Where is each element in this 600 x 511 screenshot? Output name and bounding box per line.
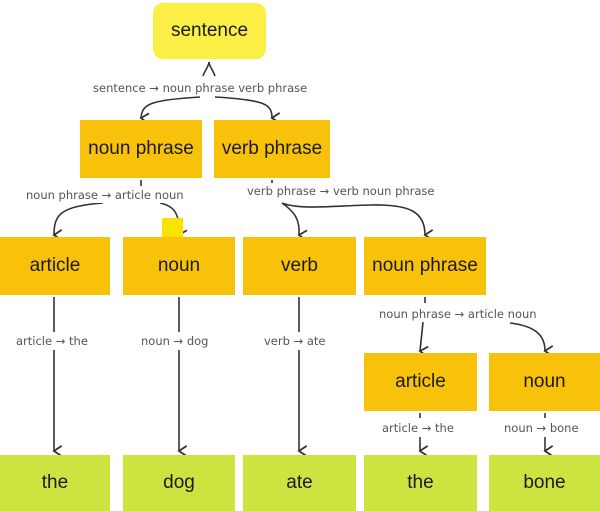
rule-sentence: sentence → noun phrase verb phrase [91,80,310,96]
node-label: noun phrase [372,255,478,276]
node-article-2: article [364,353,477,411]
node-noun-phrase: noun phrase [80,120,202,178]
leaf-label: the [407,472,434,493]
node-label: article [29,255,81,276]
node-label: article [395,371,446,392]
node-label: sentence [170,20,249,41]
node-noun-phrase-2: noun phrase [364,237,486,295]
leaf-label: ate [286,472,313,493]
node-verb-phrase: verb phrase [214,120,330,178]
leaf-label: the [41,472,69,493]
rule-article-the-1: article → the [14,333,90,349]
leaf-the-2: the [364,455,477,511]
rule-article-the-2: article → the [380,420,456,436]
rule-noun-phrase-2: noun phrase → article noun [377,306,539,322]
leaf-ate: ate [243,455,356,511]
leaf-the-1: the [0,455,110,511]
rule-noun-phrase-1: noun phrase → article noun [24,187,186,203]
rule-verb-phrase: verb phrase → verb noun phrase [245,183,437,199]
highlight-marker [162,218,183,237]
rule-verb-ate: verb → ate [262,333,328,349]
node-label: noun [157,255,201,276]
node-sentence: sentence [153,3,266,59]
rule-noun-bone: noun → bone [502,420,581,436]
node-label: noun phrase [88,138,194,159]
leaf-label: bone [523,472,566,493]
node-verb: verb [243,237,356,295]
node-noun-2: noun [489,353,600,411]
leaf-dog: dog [123,455,235,511]
leaf-label: dog [163,472,195,493]
node-label: verb [281,255,318,276]
node-label: verb phrase [221,138,323,159]
node-noun-1: noun [123,237,235,295]
rule-noun-dog: noun → dog [139,333,211,349]
node-label: noun [523,371,566,392]
leaf-bone: bone [489,455,600,511]
node-article-1: article [0,237,110,295]
